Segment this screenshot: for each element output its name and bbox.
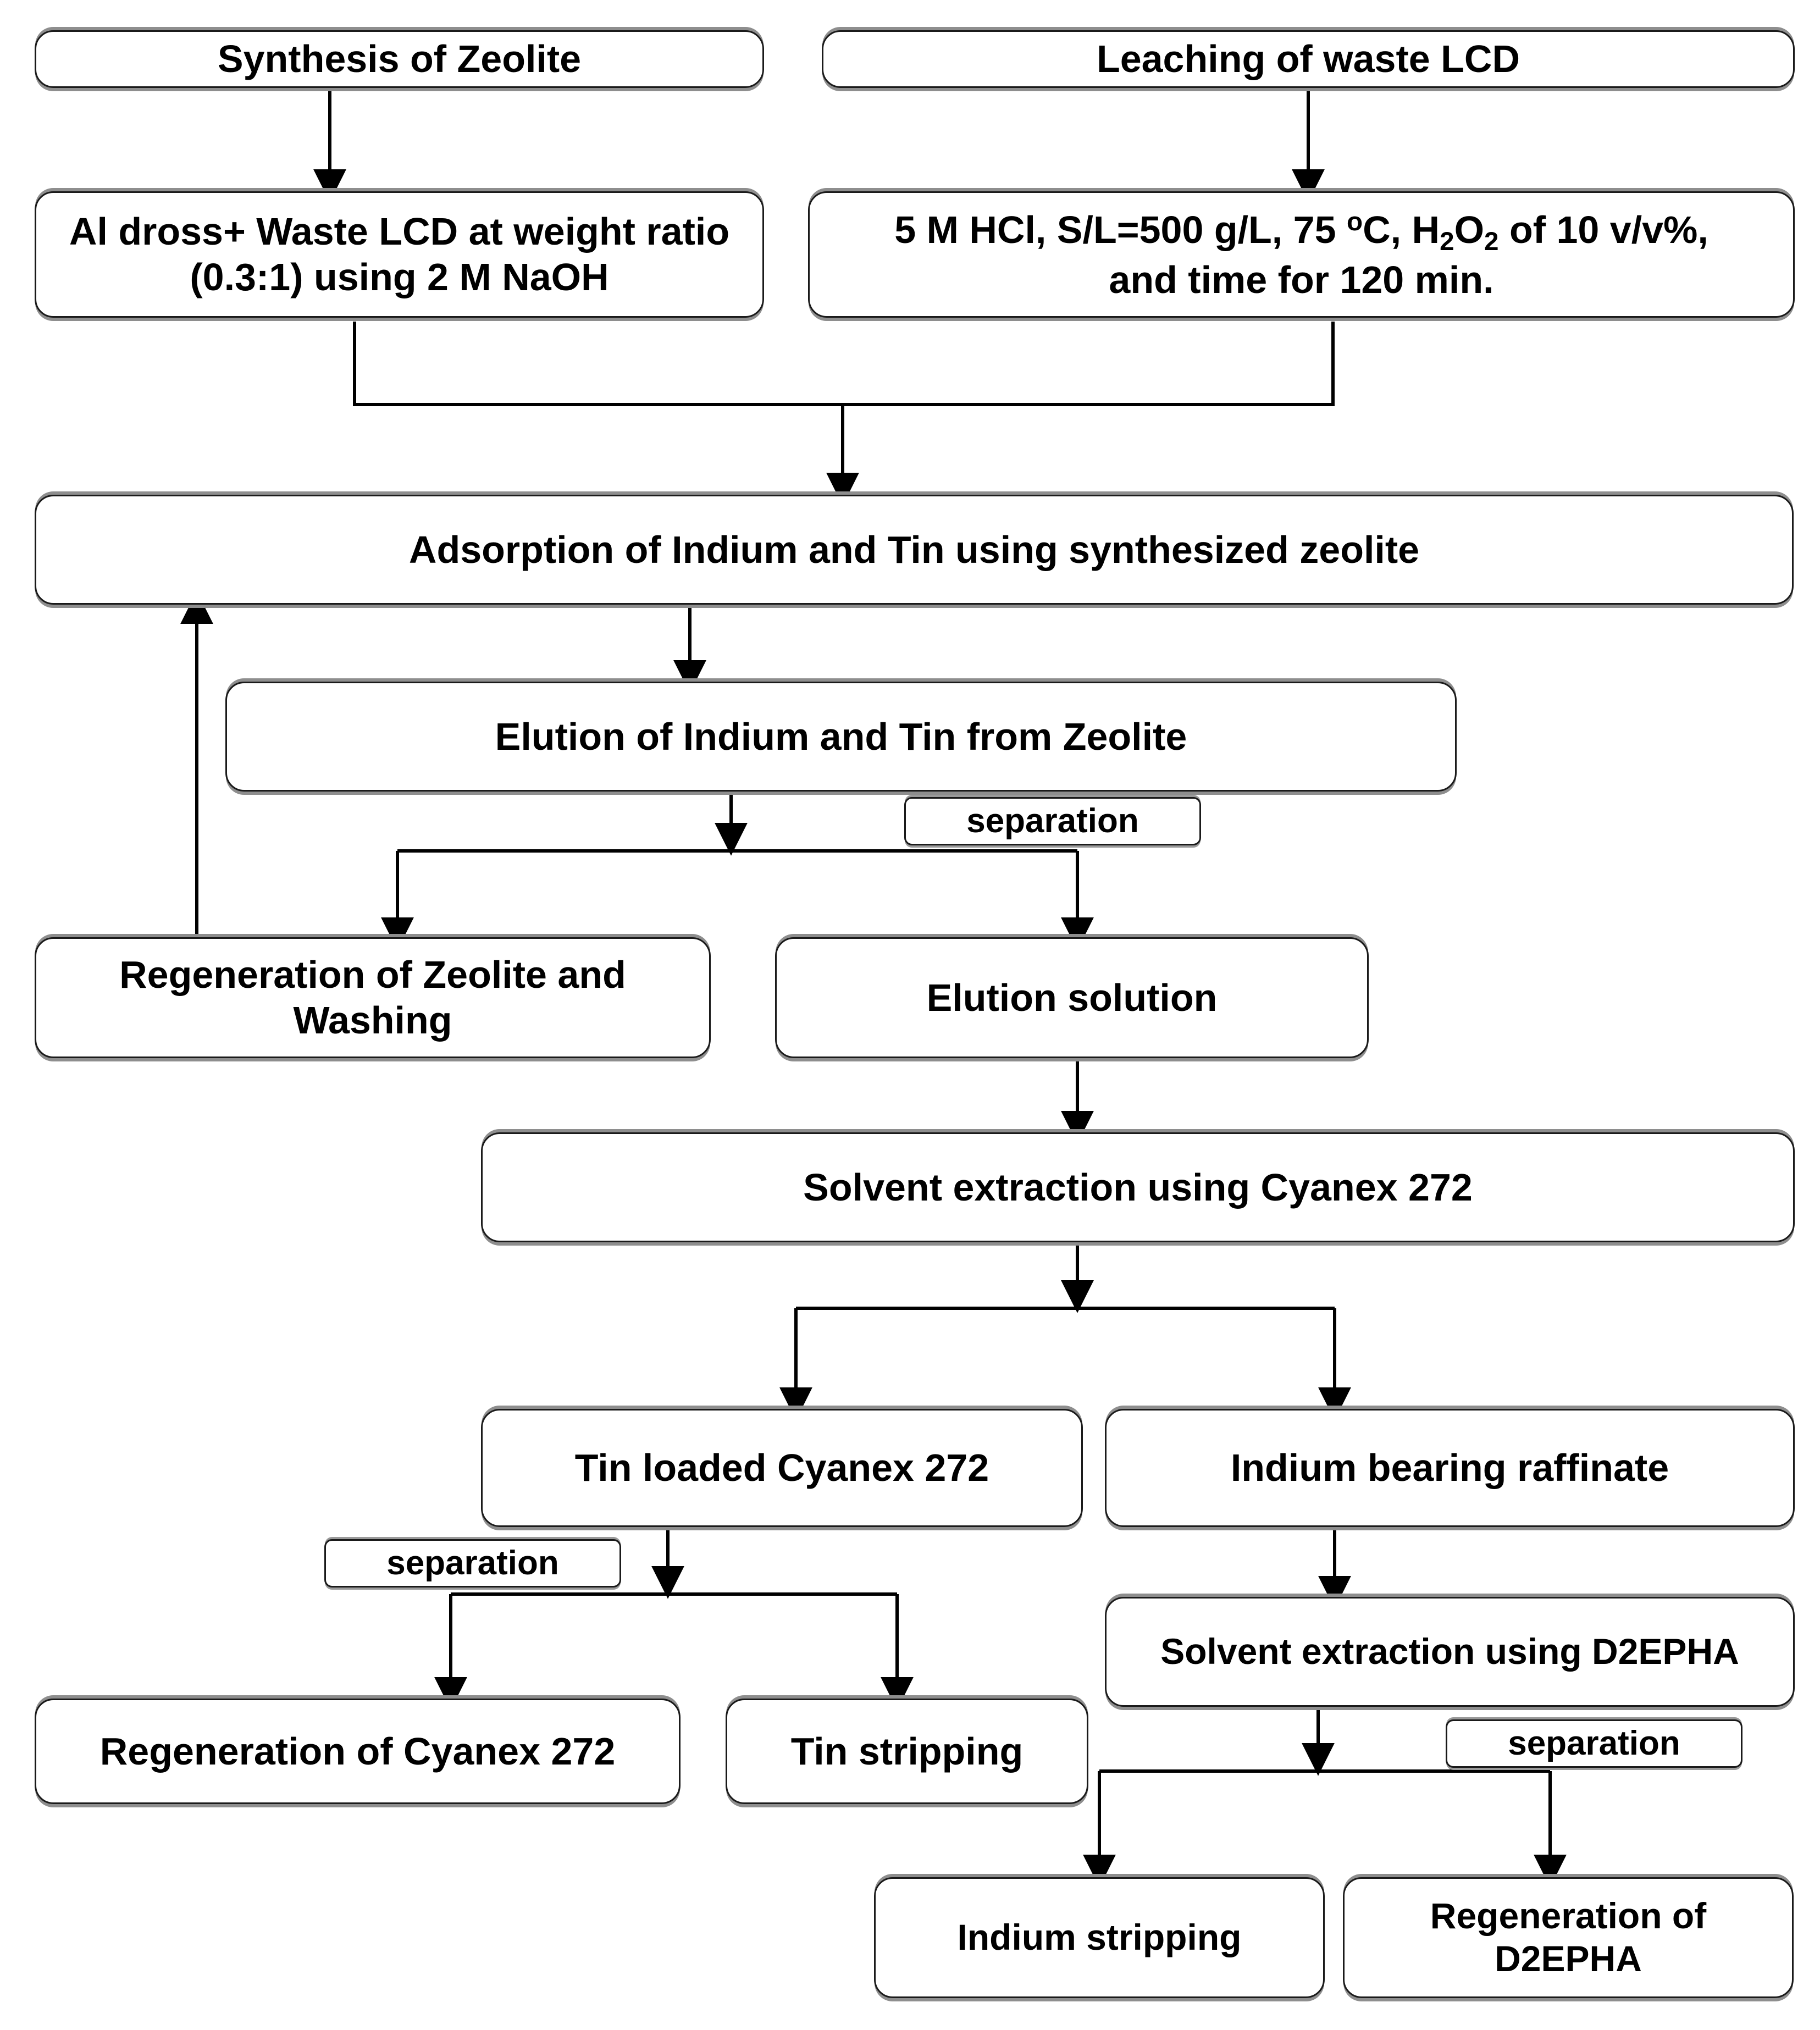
node-label: Synthesis of Zeolite — [217, 37, 582, 81]
cond-line1-c: O — [1454, 208, 1485, 251]
cond-sub2: 2 — [1484, 226, 1499, 256]
node-elution-solution[interactable]: Elution solution — [775, 937, 1369, 1058]
node-leaching-conditions[interactable]: 5 M HCl, S/L=500 g/L, 75 oC, H2O2 of 10 … — [808, 191, 1795, 318]
node-synthesis-of-zeolite[interactable]: Synthesis of Zeolite — [35, 30, 764, 88]
cond-line1-a: 5 M HCl, S/L=500 g/L, 75 — [894, 208, 1347, 251]
node-label: Tin stripping — [790, 1729, 1024, 1773]
merge-bus-row1 — [353, 322, 1335, 406]
node-al-dross-waste-lcd[interactable]: Al dross+ Waste LCD at weight ratio (0.3… — [35, 191, 764, 318]
cond-line2: and time for 120 min. — [1109, 258, 1494, 301]
node-elution[interactable]: Elution of Indium and Tin from Zeolite — [225, 682, 1457, 792]
separation-label: separation — [1508, 1724, 1680, 1763]
node-label: Elution solution — [926, 976, 1218, 1019]
node-solvent-extraction-cyanex[interactable]: Solvent extraction using Cyanex 272 — [481, 1132, 1795, 1242]
node-label: Adsorption of Indium and Tin using synth… — [408, 528, 1420, 571]
label-separation-3[interactable]: separation — [1446, 1719, 1742, 1768]
node-label: Leaching of waste LCD — [1096, 37, 1520, 81]
node-label: Regeneration of Zeolite and Washing — [119, 953, 626, 1042]
node-regeneration-of-d2epha[interactable]: Regeneration of D2EPHA — [1343, 1877, 1794, 1998]
cond-line1-d: of 10 v/v%, — [1498, 208, 1708, 251]
label-separation-1[interactable]: separation — [904, 797, 1201, 845]
node-tin-stripping[interactable]: Tin stripping — [726, 1699, 1088, 1804]
node-indium-stripping[interactable]: Indium stripping — [874, 1877, 1325, 1998]
node-solvent-extraction-d2epha[interactable]: Solvent extraction using D2EPHA — [1105, 1597, 1795, 1707]
node-label: Solvent extraction using Cyanex 272 — [803, 1165, 1473, 1209]
label-separation-2[interactable]: separation — [324, 1539, 621, 1588]
node-regeneration-of-cyanex[interactable]: Regeneration of Cyanex 272 — [35, 1699, 681, 1804]
node-indium-bearing-raffinate[interactable]: Indium bearing raffinate — [1105, 1409, 1795, 1527]
node-label: Indium bearing raffinate — [1230, 1446, 1669, 1490]
separation-label: separation — [386, 1544, 559, 1583]
node-label: Regeneration of Cyanex 272 — [99, 1729, 616, 1773]
degree-symbol: o — [1347, 207, 1363, 236]
separation-label: separation — [966, 802, 1139, 840]
node-label: Al dross+ Waste LCD at weight ratio (0.3… — [69, 210, 730, 298]
cond-line1-b: C, H — [1363, 208, 1440, 251]
node-label: Tin loaded Cyanex 272 — [574, 1446, 989, 1490]
node-label: 5 M HCl, S/L=500 g/L, 75 oC, H2O2 of 10 … — [817, 207, 1785, 303]
node-tin-loaded-cyanex[interactable]: Tin loaded Cyanex 272 — [481, 1409, 1083, 1527]
node-label: Solvent extraction using D2EPHA — [1160, 1631, 1739, 1672]
cond-sub1: 2 — [1440, 226, 1454, 256]
node-label: Elution of Indium and Tin from Zeolite — [495, 715, 1187, 758]
node-label: Indium stripping — [957, 1917, 1242, 1958]
node-label: Regeneration of D2EPHA — [1430, 1895, 1707, 1979]
node-regeneration-of-zeolite[interactable]: Regeneration of Zeolite and Washing — [35, 937, 711, 1058]
node-adsorption[interactable]: Adsorption of Indium and Tin using synth… — [35, 495, 1794, 605]
node-leaching-of-waste-lcd[interactable]: Leaching of waste LCD — [822, 30, 1795, 88]
